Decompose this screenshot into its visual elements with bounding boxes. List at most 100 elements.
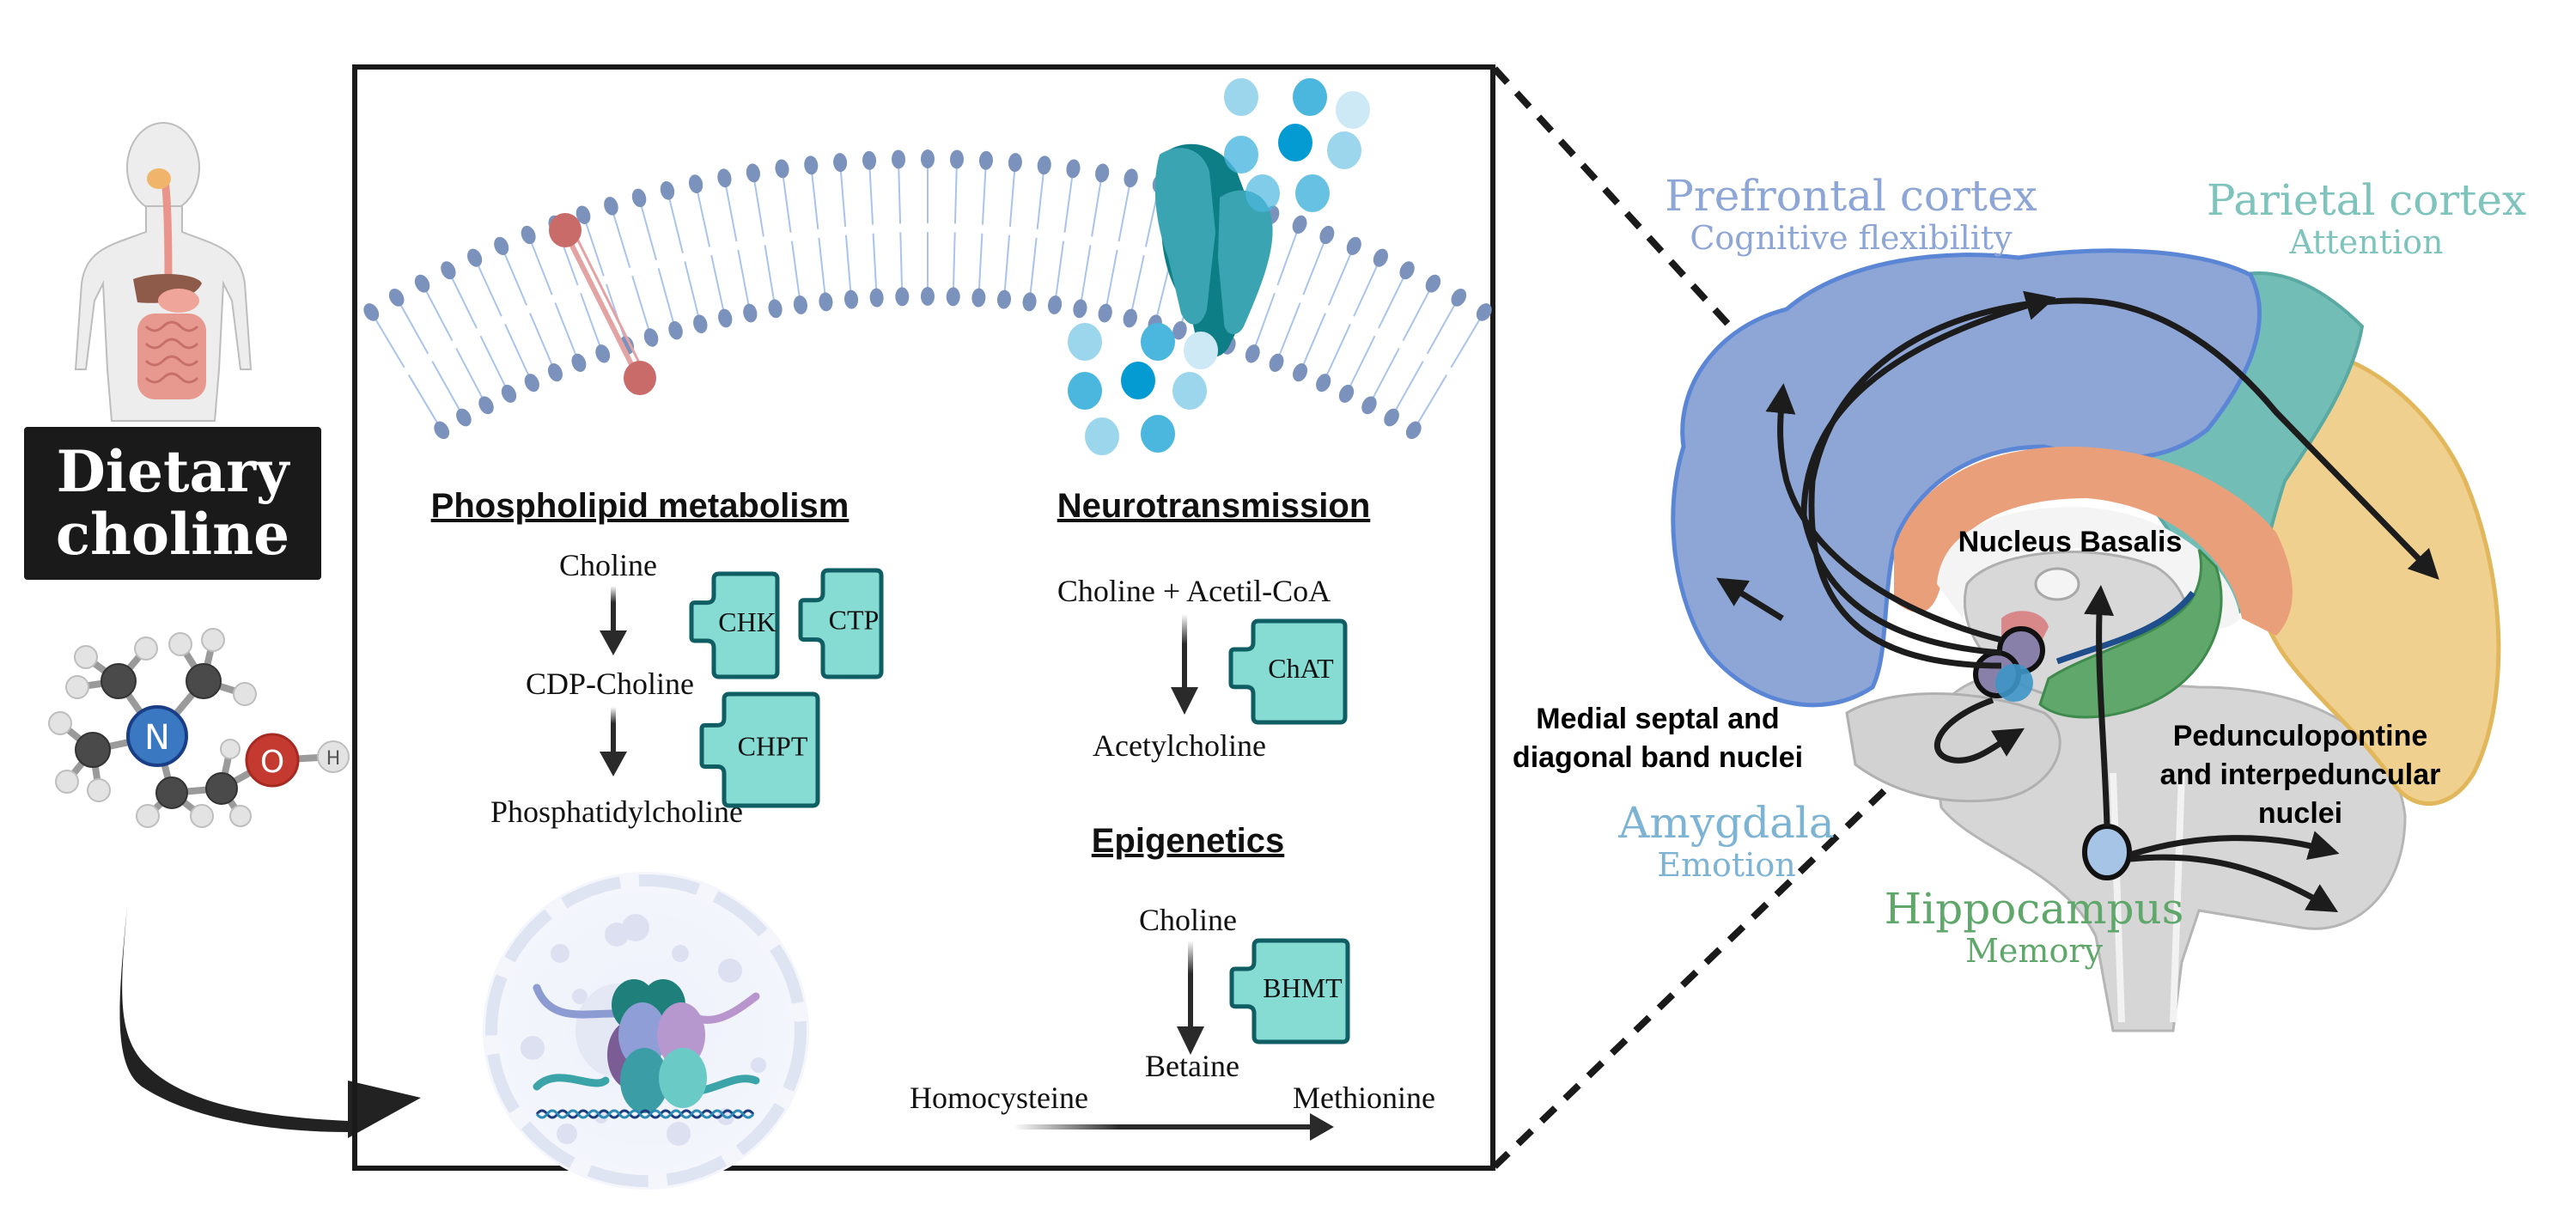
choline-particle [1224,78,1258,116]
choline-particle [1295,174,1330,212]
lipid-tail [1302,234,1328,295]
medial-septal-label-line1: Medial septal and [1536,703,1779,735]
lipid-head [524,374,539,393]
lipid-tail [657,268,677,331]
lipid-tail [421,283,454,342]
enzyme-ctp-icon: CTP [798,568,884,679]
choline-particle [1068,372,1102,410]
lipid-tail [1054,241,1065,306]
lipid-tail [1378,270,1409,329]
lipid-tail [473,257,502,317]
epi-reaction-to: Methionine [1293,1081,1435,1115]
lipid-tail [1036,165,1045,229]
region-prefrontal-title: Prefrontal cortex [1665,171,2037,221]
lipid-tail [818,237,827,302]
lipid-head [693,314,708,334]
lipid-head [793,295,808,314]
lipid-head [804,155,819,175]
neurotransmission-heading: Neurotransmission [1057,487,1371,525]
lipid-head [1047,295,1063,314]
lipid-tail [1104,249,1118,314]
lipid-head [743,303,758,323]
lipid-tail [737,249,752,314]
lipid-tail [1322,324,1351,384]
lipid-head [547,363,563,382]
lipid-head [833,153,848,173]
lipid-head [631,188,647,208]
epigenetics-heading: Epigenetics [1092,822,1285,860]
lipid-tail [1251,292,1276,355]
lipid-head [921,149,935,168]
lipid-tail [710,254,727,319]
lipid-head [571,353,587,372]
lipid-head [746,163,760,183]
lipid-tail [898,159,902,224]
cell-nucleus-chromatin-illustration [483,872,809,1190]
lipid-tail [981,160,987,225]
lipid-tail [479,335,510,394]
lipid-tail [1412,374,1448,431]
lipid-tail [1117,178,1132,242]
lipid-tail [1003,234,1011,300]
lipid-tail [582,214,605,277]
pathway-step: CDP-Choline [526,667,694,701]
lipid-tail [1402,283,1434,342]
lipid-head [892,149,906,169]
lipid-tail [407,374,443,431]
lipid-head [1245,344,1260,363]
lipid-tail [953,159,958,224]
lipid-tail [554,302,580,363]
lipid-head [467,248,483,267]
enzyme-bhmt-icon: BHMT [1229,938,1350,1044]
lipid-tail [370,311,405,368]
lipid-tail [868,160,874,225]
region-parietal-title: Parietal cortex [2207,175,2526,225]
lipid-tail [666,190,684,253]
lipid-tail [529,313,557,373]
pedunculopontine-label-line1: Pedunculopontine [2173,720,2428,752]
neuro-product: Acetylcholine [1093,728,1266,763]
lipid-head [1338,384,1355,403]
lipid-head [819,292,833,312]
choline-particle [1327,131,1361,169]
lipid-head [843,289,859,309]
lipid-tail [1299,313,1326,373]
lipid-head [478,396,494,415]
choline-molecule-icon: N O H [48,628,350,828]
lipid-tail [1276,224,1301,286]
enzyme-ctp-label: CTP [829,605,880,636]
lipid-head [668,320,683,340]
lipid-head [1073,299,1087,319]
lipid-head [604,197,618,216]
lipid-head [971,288,986,308]
lipid-head [1476,303,1492,321]
lipid-tail [1345,335,1376,394]
region-hippocampus-function: Memory [1965,932,2103,970]
lipid-tail [1391,361,1424,418]
lipid-tail [1091,173,1104,237]
right-arrow-icon [1310,1113,1334,1141]
choline-channel-icon [1154,143,1273,358]
lipid-head [718,308,733,328]
lipid-head [895,287,910,307]
lipid-tail [455,347,487,406]
lipid-head [414,274,430,293]
choline-particle [1141,415,1175,453]
lipid-tail [1028,237,1038,302]
human-body-illustration [74,122,253,422]
lipid-head [1399,261,1415,280]
lipid-tail [684,261,702,325]
lipid-head [1425,274,1441,293]
lipid-head [1037,155,1051,175]
lipid-head [595,344,611,363]
down-arrow-icon [1171,687,1198,715]
region-prefrontal-function: Cognitive flexibility [1690,219,2013,257]
choline-particle [1224,136,1258,174]
lipid-tail [1368,347,1400,406]
enzyme-chat-label: ChAT [1268,653,1334,684]
lipid-tail [431,361,465,418]
lipid-tail [752,173,764,237]
lipid-tail [500,246,528,306]
nucleus-basalis-label: Nucleus Basalis [1958,526,2183,558]
